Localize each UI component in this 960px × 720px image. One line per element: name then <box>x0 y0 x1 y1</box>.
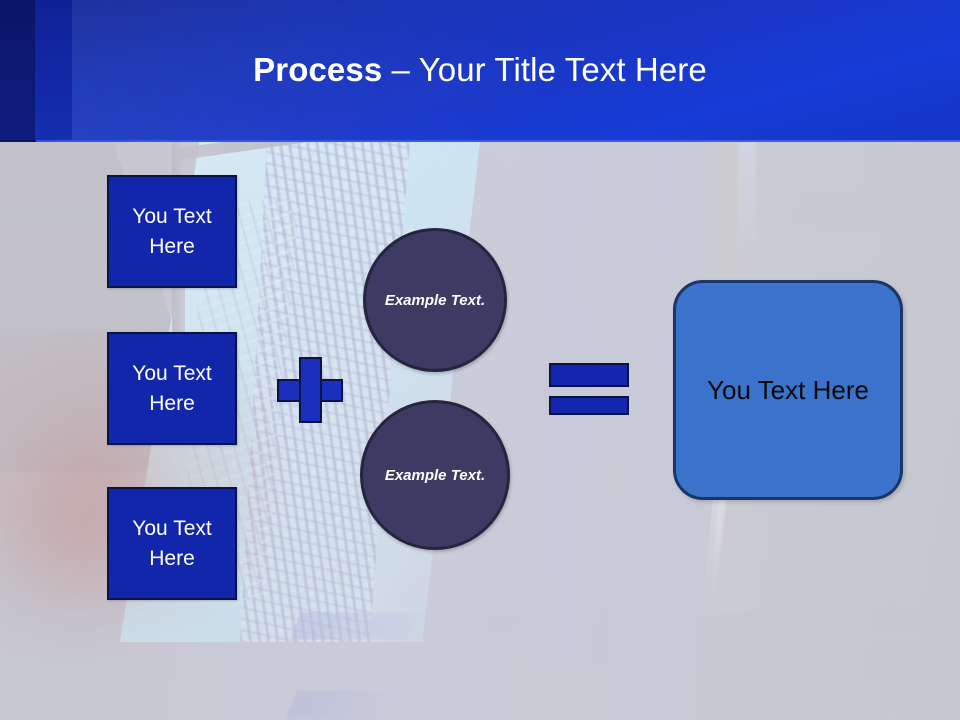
page-title-light: – Your Title Text Here <box>382 51 707 88</box>
equals-bar-bottom <box>549 396 629 415</box>
input-box-2-label: You Text Here <box>132 361 212 415</box>
input-box-1-label: You Text Here <box>132 204 212 258</box>
background-reflection-patch-1 <box>290 612 420 640</box>
example-circle-2-label: Example Text. <box>384 466 486 484</box>
result-box-label: You Text Here <box>707 374 869 405</box>
result-box[interactable]: You Text Here <box>673 280 903 500</box>
plus-operator-icon <box>277 357 343 423</box>
header-accent-band-dark <box>0 0 35 142</box>
input-box-3-label: You Text Here <box>132 516 212 570</box>
example-circle-1[interactable]: Example Text. <box>363 228 507 372</box>
equals-operator-icon <box>549 363 629 415</box>
header-bottom-rule <box>0 140 960 142</box>
background-reflection-patch-3 <box>430 610 520 632</box>
background-top-right-edge <box>738 142 756 262</box>
input-box-3[interactable]: You Text Here <box>107 487 237 600</box>
header-background <box>0 0 960 142</box>
slide-header: Process – Your Title Text Here <box>0 0 960 142</box>
plus-center-fill <box>301 381 319 399</box>
input-box-2[interactable]: You Text Here <box>107 332 237 445</box>
background-reflection-patch-2 <box>285 690 405 720</box>
page-title: Process – Your Title Text Here <box>0 50 960 90</box>
example-circle-1-label: Example Text. <box>384 291 486 309</box>
equals-bar-top <box>549 363 629 387</box>
example-circle-2[interactable]: Example Text. <box>360 400 510 550</box>
input-box-1[interactable]: You Text Here <box>107 175 237 288</box>
header-accent-band-mid <box>35 0 72 142</box>
page-title-strong: Process <box>253 51 383 88</box>
header-sheen <box>72 0 960 142</box>
